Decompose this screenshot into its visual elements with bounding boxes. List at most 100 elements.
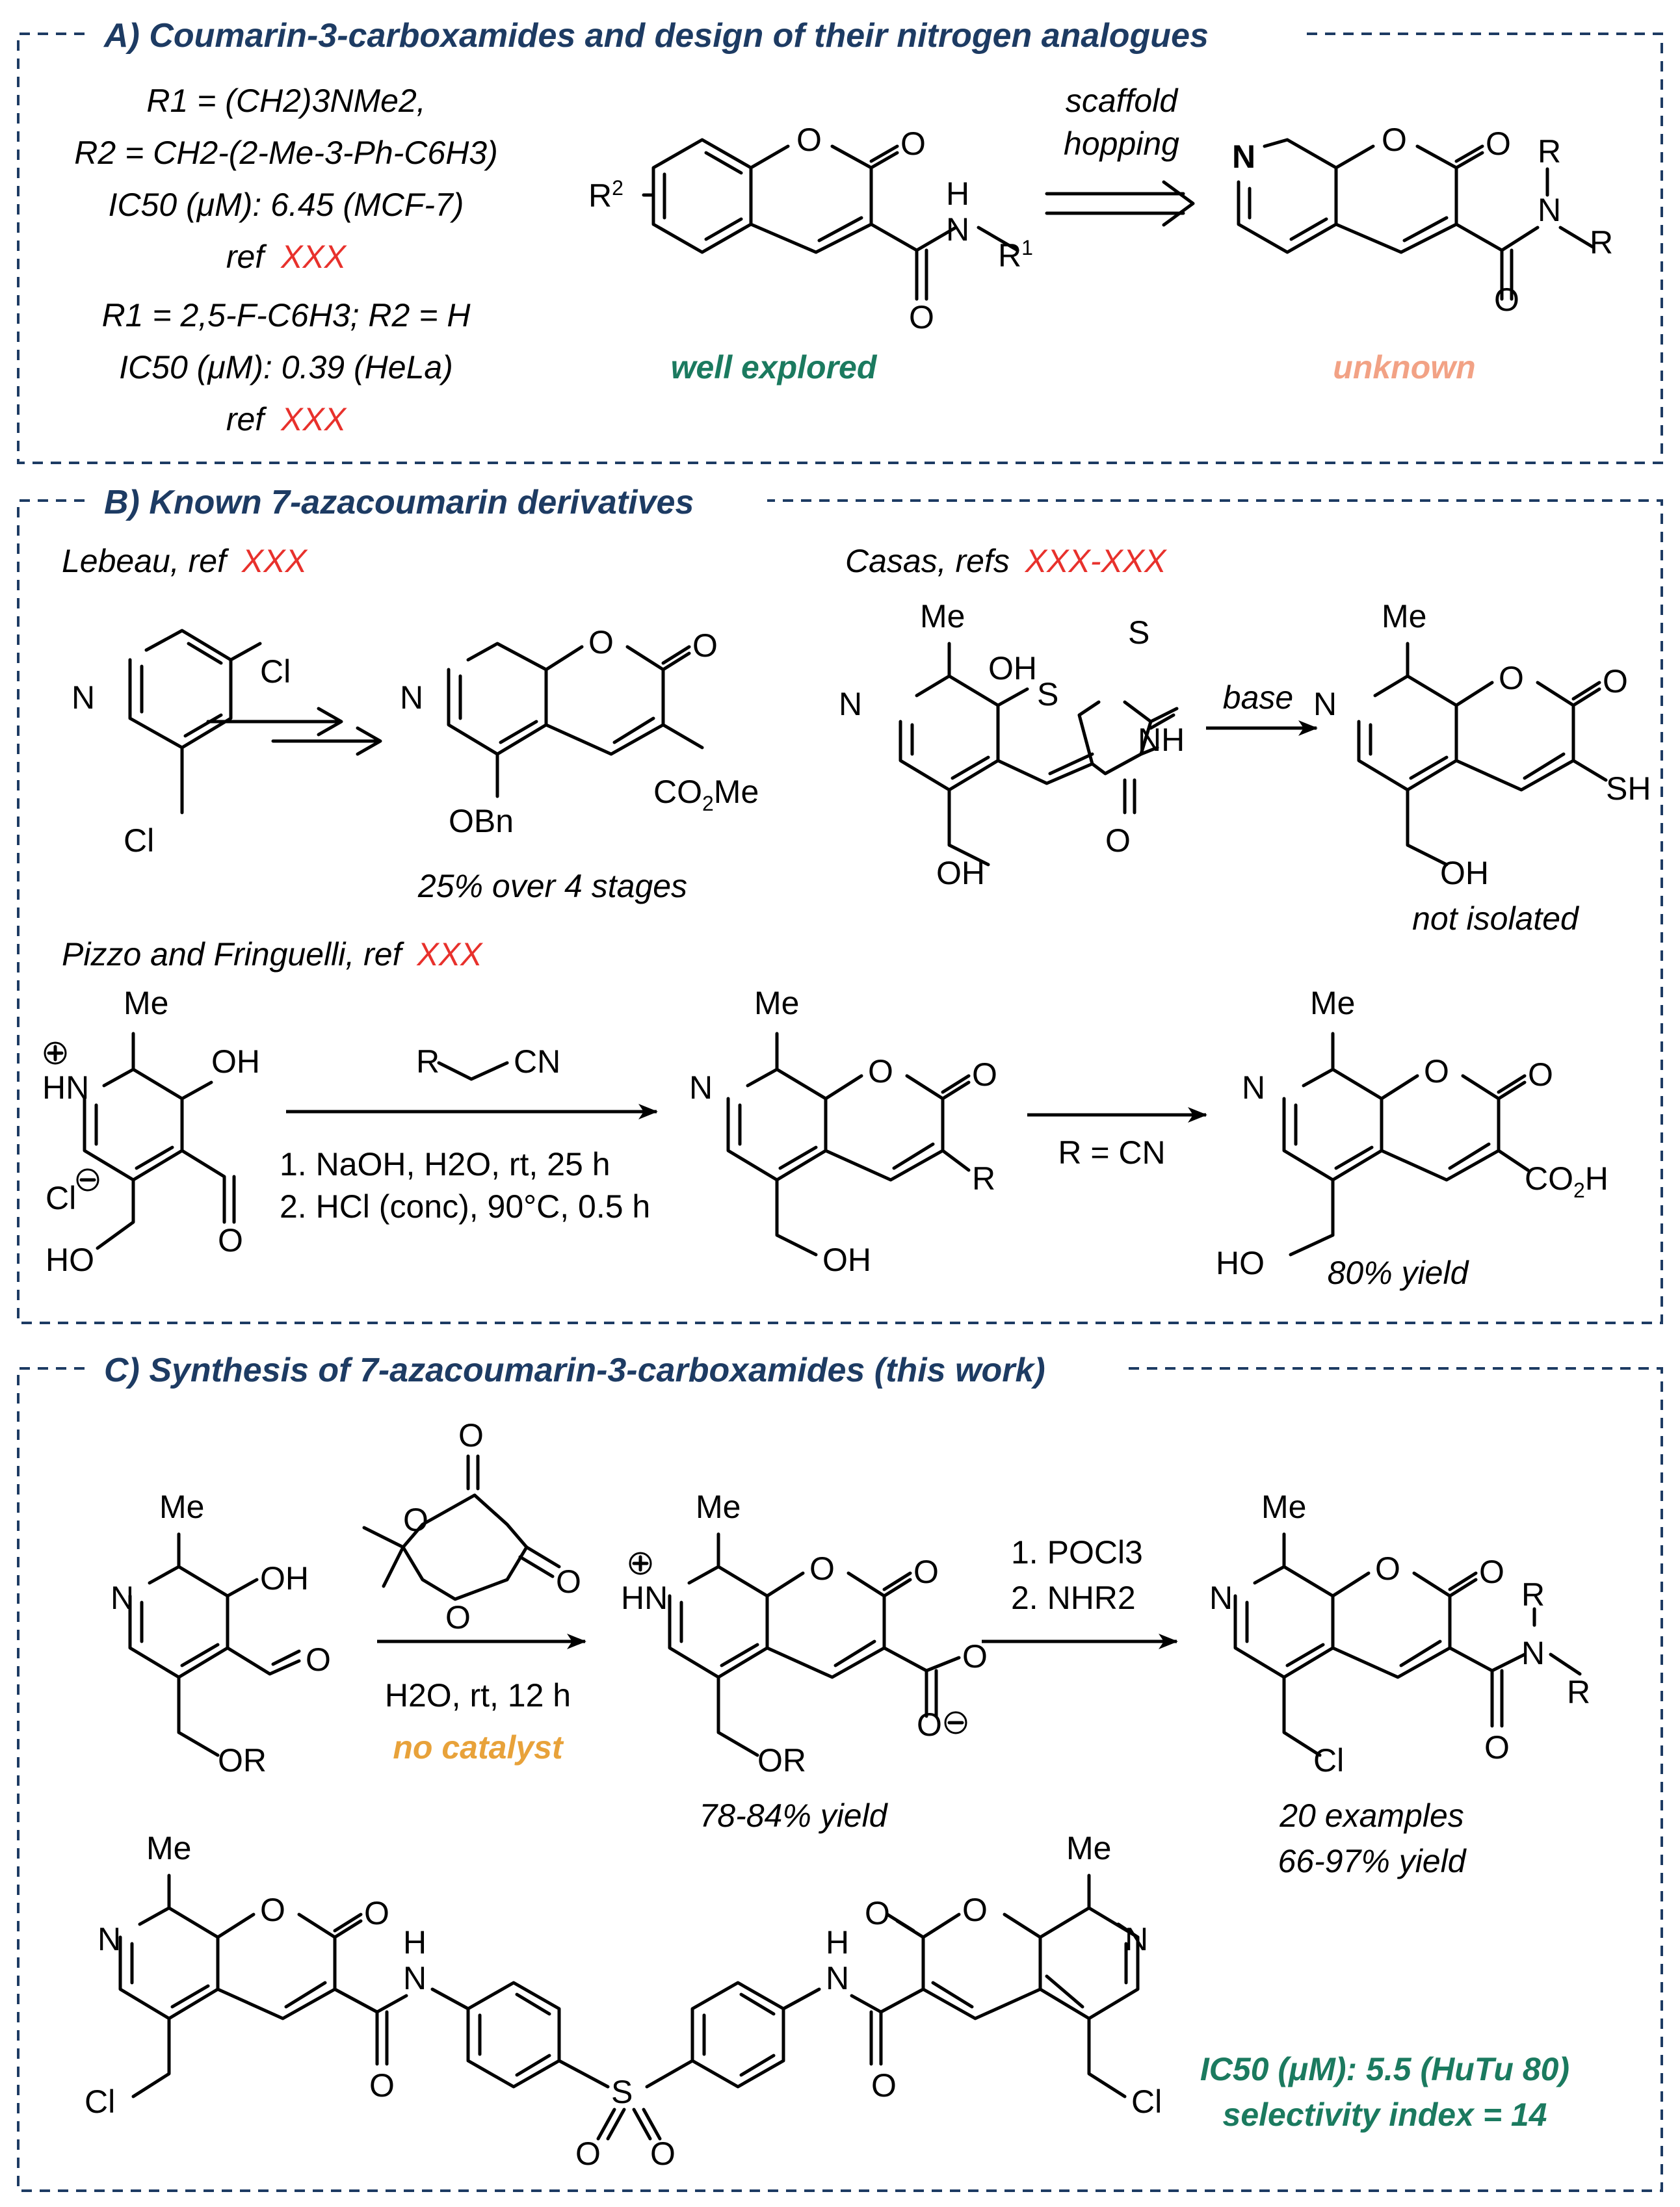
pizzo-intermediate-o-ring: O [868,1053,893,1090]
panel-c-int-minus [944,1711,967,1734]
panel-c-int-or: OR [757,1742,806,1779]
lead-right-cl: Cl [1131,2083,1162,2120]
panel-b: B) Known 7-azacoumarin derivatives Lebea… [17,484,1663,1324]
casas-product-me: Me [1382,598,1426,634]
lead-sulfone-o-right: O [650,2135,676,2172]
pizzo-me: Me [124,985,168,1021]
pizzo-product-me: Me [1310,985,1355,1021]
panel-c-starting-material: N Me OH O OR [111,1489,331,1779]
pizzo-label-text: Pizzo and Fringuelli, ref [62,936,405,973]
lead-left-o-amide: O [369,2067,395,2104]
casas-product-structure: N Me O O SH OH not isolated [1313,598,1651,937]
panel-c-step2-1: 1. POCl3 [1011,1534,1143,1571]
lebeau-product-o-ring: O [588,624,614,660]
panel-c-product-me: Me [1261,1489,1306,1525]
panel-c-yield-2: 66-97% yield [1278,1843,1467,1879]
panel-c-title: C) Synthesis of 7-azacoumarin-3-carboxam… [104,1352,1045,1389]
casas-product-sh: SH [1606,770,1651,807]
pizzo-reagent-nitrile: R CN [416,1043,560,1081]
lead-left-h: H [403,1924,427,1961]
azacoumarin-target-structure: N O O R N R O unknown [1232,122,1613,385]
pizzo-cond-2: 2. HCl (conc), 90°C, 0.5 h [280,1188,650,1225]
pizzo-intermediate-me: Me [754,985,799,1021]
lead-left-me: Me [146,1830,191,1866]
pizzo-product-n: N [1242,1069,1265,1106]
meldrums-acid-structure: O O O O [362,1417,581,1636]
pizzo-cond-1: 1. NaOH, H2O, rt, 25 h [280,1146,610,1182]
pizzo-product-o-ring: O [1424,1053,1449,1090]
panel-a-ref-2: ref XXX [226,401,347,437]
lead-sulfone-s: S [611,2074,633,2110]
panel-c: C) Synthesis of 7-azacoumarin-3-carboxam… [17,1352,1663,2192]
lead-left-n: N [98,1921,121,1957]
lead-left-o-ring: O [260,1892,285,1928]
pizzo-ref: XXX [416,936,483,973]
panel-a-ref-1-value: XXX [280,239,347,275]
dichloropyridine-n: N [72,679,95,716]
pizzo-intermediate-structure: N Me O O R OH [689,985,997,1278]
panel-c-step2-2: 2. NHR2 [1011,1580,1136,1616]
pizzo-intermediate-n: N [689,1069,713,1106]
lead-selectivity: selectivity index = 14 [1223,2096,1547,2133]
azacoumarin-o-amide: O [1494,281,1519,318]
pizzo-intermediate-o-carbonyl: O [972,1056,997,1093]
panel-c-int-plus-sign [632,1555,649,1572]
lebeau-product-obn: OBn [449,803,514,839]
panel-c-cond-1: H2O, rt, 12 h [385,1677,571,1714]
meldrums-o-right: O [556,1563,581,1600]
panel-c-int-o-carbonyl: O [913,1554,939,1590]
coumarin-o-ring: O [796,122,822,158]
panel-a-frame [17,33,1663,464]
pizzo-yield: 80% yield [1328,1255,1470,1291]
panel-c-product-o-ring: O [1375,1550,1400,1587]
panel-c-product-o-carbonyl: O [1479,1554,1504,1590]
coumarin-o-amide: O [909,299,934,335]
arrow-label-scaffold: scaffold [1066,83,1179,119]
panel-a-line-2: R2 = CH2-(2-Me-3-Ph-C6H3) [74,135,498,171]
casas-arrow-label: base [1223,679,1293,716]
pizzo-minus-charge [76,1168,99,1192]
coumarin-r1: R1 [998,236,1033,274]
panel-c-product-o-amide: O [1484,1729,1510,1766]
panel-b-title: B) Known 7-azacoumarin derivatives [104,484,694,521]
casas-substrate-ch2oh: OH [936,855,985,891]
scaffold-hopping-arrow: scaffold hopping [1045,83,1195,227]
meldrums-o-bottom: O [445,1599,471,1636]
lead-right-o-carbonyl: O [865,1895,890,1931]
lebeau-product-n: N [400,679,423,716]
casas-product-n: N [1313,686,1337,722]
lebeau-double-arrow-shafts [206,720,379,743]
panel-b-frame [17,499,1663,1324]
pizzo-oh: OH [211,1043,260,1080]
lebeau-yield: 25% over 4 stages [417,868,687,904]
lebeau-label: Lebeau, ref XXX [62,543,308,579]
panel-c-frame [17,1367,1663,2192]
lead-left-cl: Cl [85,2083,115,2120]
pizzo-arrow-2-label: R = CN [1058,1134,1165,1171]
panel-a-line-1: R1 = (CH2)3NMe2, [146,83,425,119]
panel-c-product-n: N [1209,1580,1233,1616]
panel-c-product-r-right: R [1567,1674,1590,1710]
lead-right-o-amide: O [871,2067,897,2104]
casas-ref: XXX-XXX [1025,543,1167,579]
dichloropyridine-cl-2: Cl [124,822,154,859]
panel-a-ref-2-value: XXX [280,401,347,437]
casas-substrate-nh: NH [1138,722,1185,758]
panel-c-int-o-carboxylate: O [962,1638,988,1675]
panel-c-sm-me: Me [159,1489,204,1525]
panel-c-int-o-minus: O [917,1706,942,1743]
casas-substrate-me: Me [920,598,965,634]
lead-compound-structure: N Me O O O Cl H N S O O H N [85,1830,1162,2172]
pizzo-cl: Cl [46,1180,76,1216]
pizzo-product-ho: HO [1216,1245,1265,1281]
casas-substrate-n: N [839,686,862,722]
panel-a-ref-1: ref XXX [226,239,347,275]
lead-right-nh: N [826,1960,849,1996]
pizzo-plus-charge [44,1041,67,1065]
casas-label-text: Casas, refs [845,543,1010,579]
pizzo-plus-sign [47,1045,64,1062]
azacoumarin-n: N [1538,192,1561,228]
coumarin-h: H [946,176,969,212]
azacoumarin-o-ring: O [1382,122,1407,158]
